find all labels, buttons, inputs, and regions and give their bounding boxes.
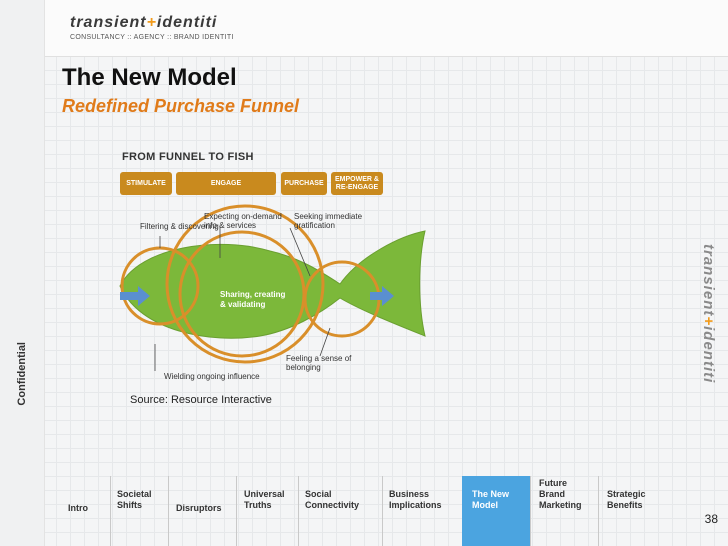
- annotation-sharing: Sharing, creating & validating: [220, 290, 286, 309]
- brand-name-right: identiti: [156, 14, 218, 31]
- vertical-brand-plus: +: [700, 316, 717, 327]
- annotation-wielding: Wielding ongoing influence: [164, 372, 260, 381]
- nav-divider: [298, 476, 299, 546]
- brand-name-left: transient: [70, 14, 147, 31]
- nav-item-strategic-benefits[interactable]: Strategic Benefits: [607, 489, 646, 510]
- nav-divider: [598, 476, 599, 546]
- annotation-expecting: Expecting on-demand info & services: [204, 212, 282, 230]
- nav-item-the-new-model[interactable]: The New Model: [472, 489, 510, 510]
- nav-item-future-brand-marketing[interactable]: Future Brand Marketing: [539, 478, 582, 510]
- brand-plus: +: [146, 14, 157, 31]
- fish-body: [119, 230, 426, 339]
- slide-title: The New Model: [62, 64, 237, 91]
- source-caption: Source: Resource Interactive: [130, 394, 272, 406]
- exit-arrow-icon: [370, 286, 394, 306]
- annotation-belonging: Feeling a sense of belonging: [286, 354, 352, 372]
- nav-divider: [382, 476, 383, 546]
- callout-lines: [154, 226, 331, 371]
- page-number: 38: [704, 512, 718, 526]
- confidential-label: Confidential: [16, 342, 28, 406]
- vertical-brand-logo: transient+identiti: [700, 244, 717, 383]
- slide-subtitle: Redefined Purchase Funnel: [62, 96, 300, 116]
- circle-engage: [165, 204, 325, 364]
- nav-item-business-implications[interactable]: Business Implications: [389, 489, 442, 510]
- nav-item-social-connectivity[interactable]: Social Connectivity: [305, 489, 360, 510]
- nav-active-highlight: [462, 476, 530, 546]
- stage-stimulate: STIMULATE: [120, 172, 172, 195]
- nav-divider: [236, 476, 237, 546]
- nav-divider: [168, 476, 169, 546]
- stage-engage: ENGAGE: [176, 172, 276, 195]
- figure-title: FROM FUNNEL TO FISH: [122, 151, 254, 163]
- nav-item-societal-shifts[interactable]: Societal Shifts: [117, 489, 152, 510]
- fish-diagram: [119, 204, 426, 371]
- vertical-brand-left: transient: [700, 244, 717, 317]
- stage-empower: EMPOWER & RE-ENGAGE: [331, 172, 383, 195]
- entry-arrow-icon: [120, 286, 150, 306]
- stage-purchase: PURCHASE: [281, 172, 327, 195]
- annotation-seeking: Seeking immediate gratification: [294, 212, 363, 230]
- nav-item-disruptors[interactable]: Disruptors: [176, 503, 222, 513]
- brand-logo: transient+identiti CONSULTANCY :: AGENCY…: [70, 14, 234, 41]
- vertical-brand-right: identiti: [700, 326, 717, 384]
- nav-divider: [530, 476, 531, 546]
- annotation-filtering: Filtering & discovering: [140, 222, 219, 231]
- left-strip: [0, 0, 45, 546]
- nav-divider: [110, 476, 111, 546]
- brand-tagline: CONSULTANCY :: AGENCY :: BRAND IDENTITI: [70, 34, 234, 41]
- nav-item-intro[interactable]: Intro: [68, 503, 88, 513]
- header-band: [0, 0, 728, 57]
- nav-item-universal-truths[interactable]: Universal Truths: [244, 489, 285, 510]
